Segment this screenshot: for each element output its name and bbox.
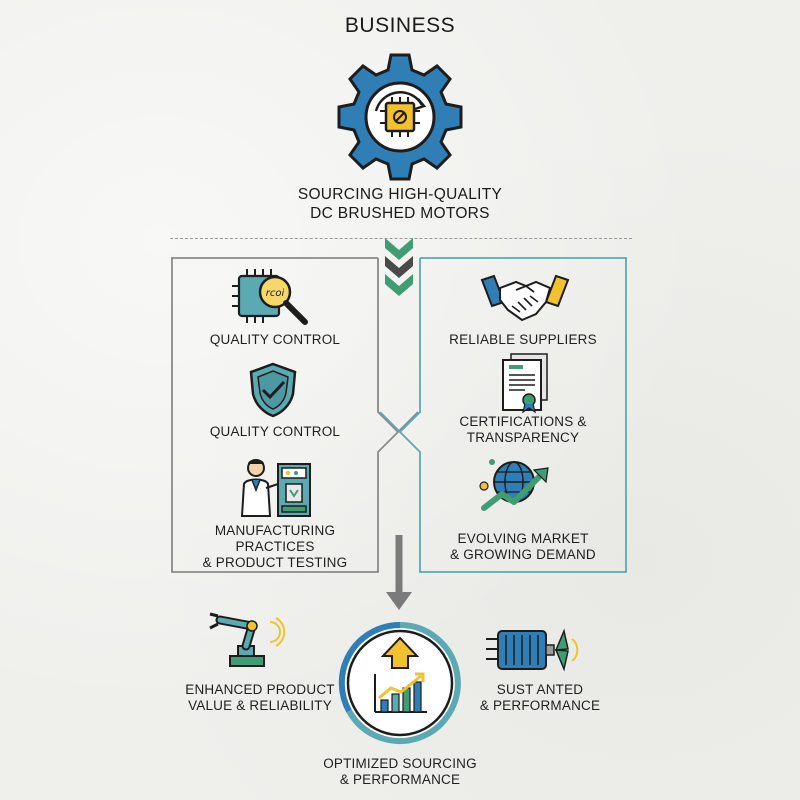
chip-magnifier-icon: rcoi — [232, 269, 308, 325]
right-item-label-3: EVOLVING MARKET & GROWING DEMAND — [420, 531, 626, 563]
globe-growth-icon — [479, 459, 549, 511]
chevron-down-icon — [385, 238, 413, 296]
handshake-icon — [480, 274, 570, 322]
gear-chip-icon — [337, 53, 463, 181]
outcome-left-label: ENHANCED PRODUCT VALUE & RELIABILITY — [160, 682, 360, 714]
outcome-center-label: OPTIMIZED SOURCING & PERFORMANCE — [280, 756, 520, 788]
motor-fan-icon — [486, 628, 579, 672]
outcome-left-line-1: ENHANCED PRODUCT — [185, 682, 335, 697]
robot-arm-icon — [209, 612, 286, 667]
page-title: BUSINESS — [344, 14, 456, 37]
left-item-label-1: QUALITY CONTROL — [209, 332, 341, 347]
left-item-3-line-1: MANUFACTURING — [214, 523, 336, 538]
engineer-machine-icon — [240, 459, 311, 517]
subtitle-line-1: SOURCING HIGH-QUALITY — [297, 186, 503, 203]
dotted-divider — [170, 238, 632, 239]
right-item-3-line-1: EVOLVING MARKET — [457, 531, 589, 546]
right-item-2-line-2: TRANSPARENCY — [466, 430, 580, 445]
subtitle-line-2: DC BRUSHED MOTORS — [310, 205, 490, 222]
certificate-icon — [502, 353, 548, 414]
outcome-right-line-1: SUST ANTED — [496, 682, 584, 697]
right-item-2-line-1: CERTIFICATIONS & — [459, 414, 587, 429]
left-item-3-line-2: PRACTICES — [235, 539, 315, 554]
outcome-left-line-2: VALUE & RELIABILITY — [188, 698, 332, 713]
right-item-label-2: CERTIFICATIONS & TRANSPARENCY — [420, 414, 626, 446]
page-subtitle: SOURCING HIGH-QUALITY DC BRUSHED MOTORS — [0, 185, 800, 223]
left-item-label-2: QUALITY CONTROL — [209, 424, 341, 439]
outcome-right-line-2: & PERFORMANCE — [479, 698, 601, 713]
right-item-3-line-2: & GROWING DEMAND — [450, 547, 596, 562]
outcome-center-line-2: & PERFORMANCE — [339, 772, 461, 787]
svg-text:rcoi: rcoi — [266, 288, 285, 299]
outcome-center-line-1: OPTIMIZED SOURCING — [323, 756, 477, 771]
growth-chart-icon — [338, 621, 461, 744]
left-item-label-3: MANUFACTURING PRACTICES & PRODUCT TESTIN… — [172, 523, 378, 571]
outcome-right-label: SUST ANTED & PERFORMANCE — [440, 682, 640, 714]
shield-check-icon — [249, 362, 297, 418]
right-item-label-1: RELIABLE SUPPLIERS — [449, 332, 597, 347]
left-item-3-line-3: & PRODUCT TESTING — [202, 555, 348, 570]
